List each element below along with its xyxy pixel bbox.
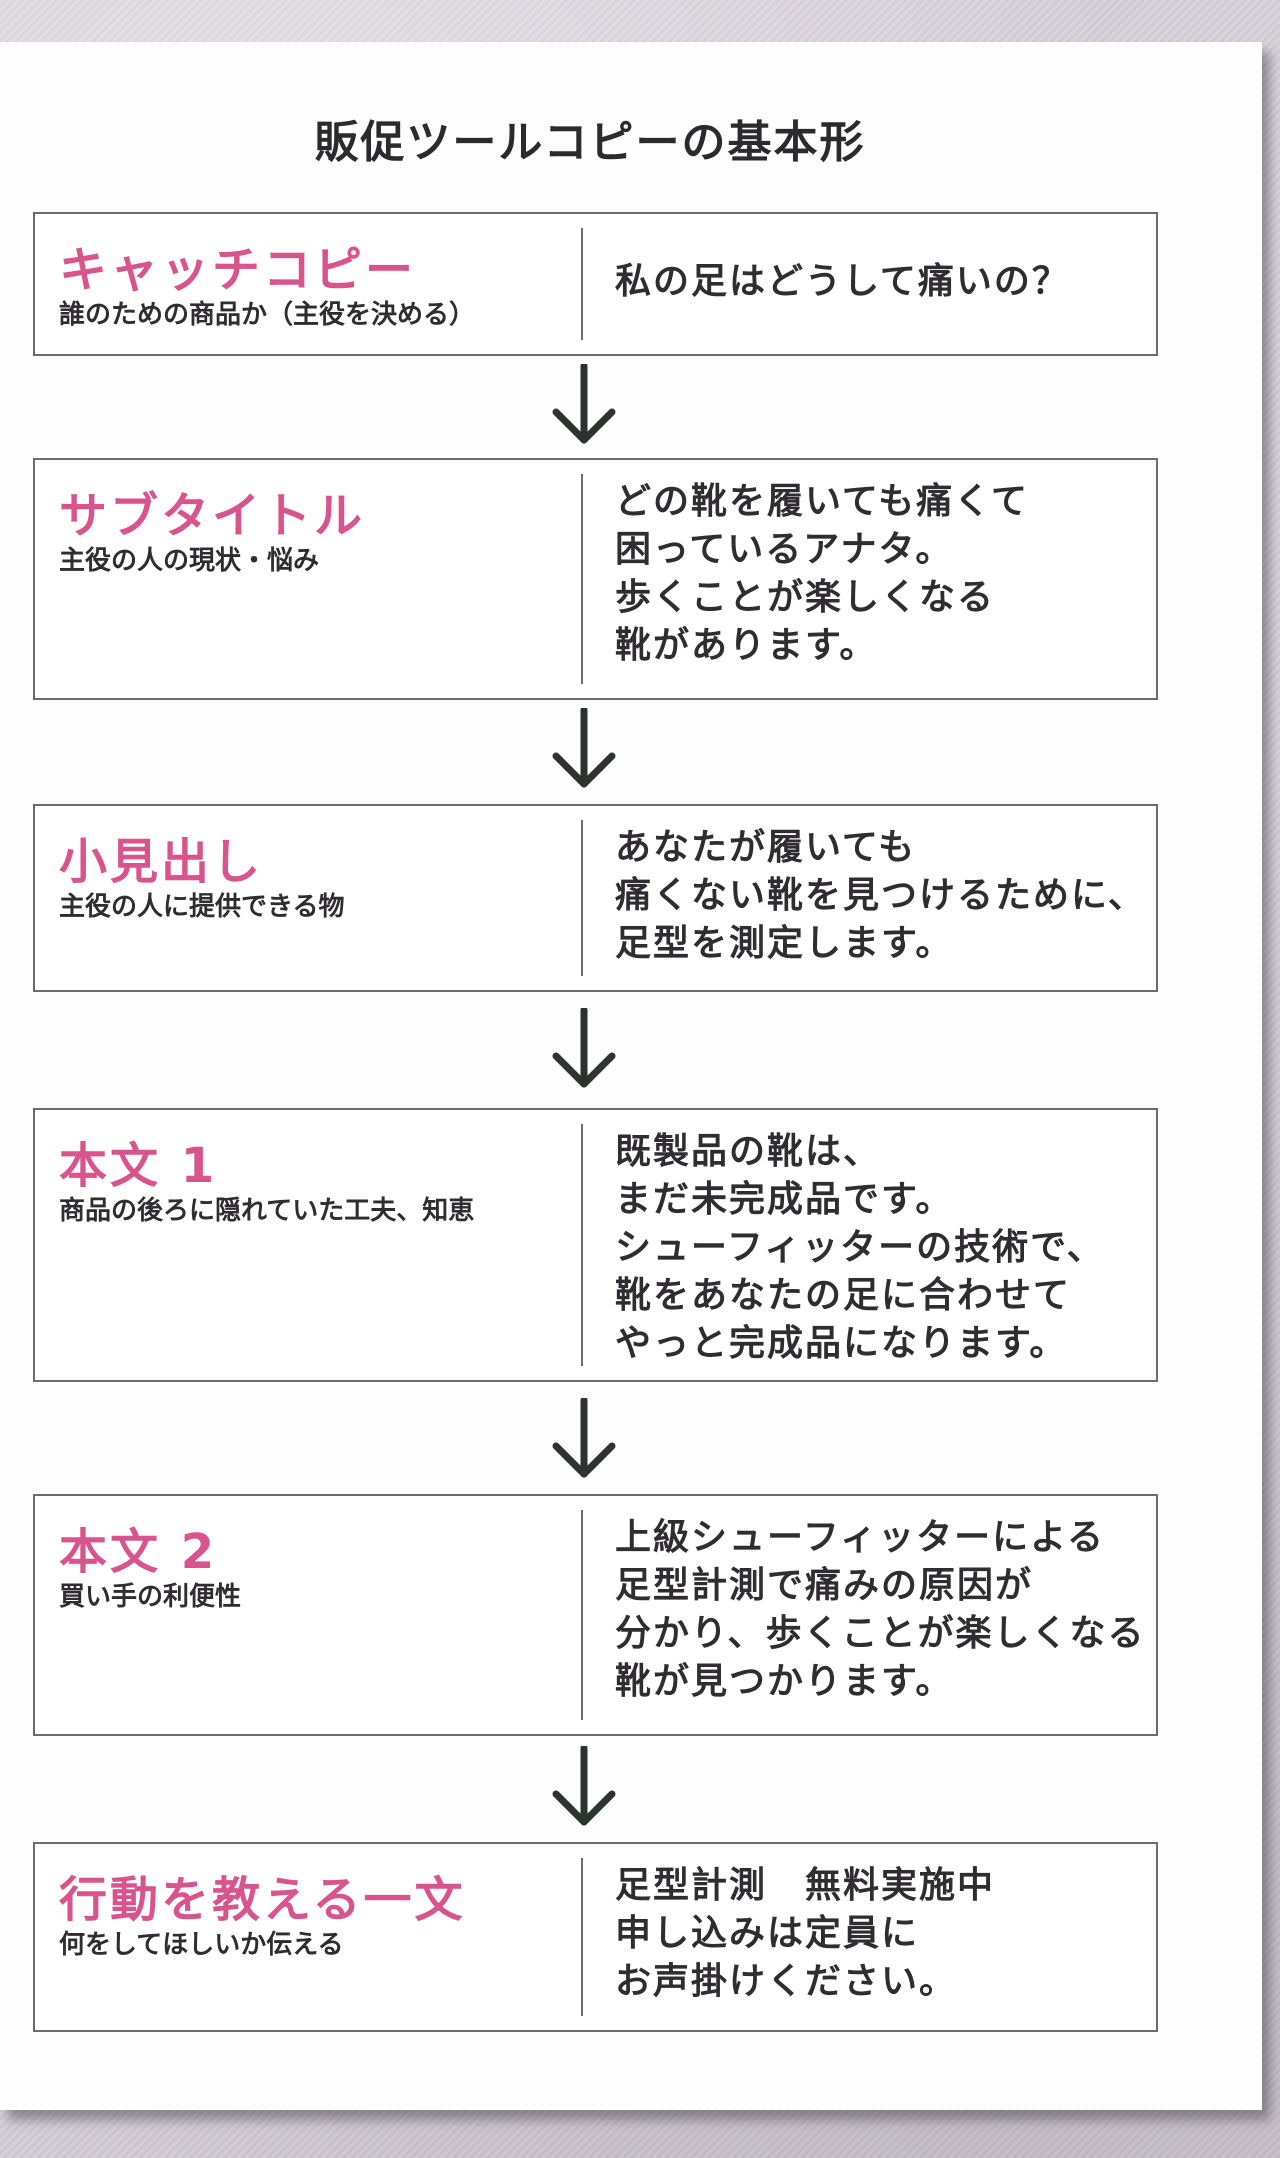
step-catch-copy: キャッチコピー 誰のための商品か（主役を決める） 私の足はどうして痛いの？: [33, 212, 1158, 356]
body-line: 足型計測 無料実施中: [615, 1865, 996, 1906]
step-body: どの靴を履いても痛くて 困っているアナタ。 歩くことが楽しくなる 靴があります。: [615, 478, 1155, 670]
step-description: 主役の人に提供できる物: [59, 892, 345, 922]
body-line: 歩くことが楽しくなる: [615, 577, 996, 618]
body-line: 靴があります。: [615, 625, 878, 666]
step-description: 何をしてほしいか伝える: [59, 1930, 344, 1960]
body-line: 上級シューフィッターによる: [615, 1517, 1106, 1558]
document-sheet: 販促ツールコピーの基本形 キャッチコピー 誰のための商品か（主役を決める） 私の…: [0, 42, 1262, 2110]
step-description: 主役の人の現状・悩み: [59, 546, 320, 576]
step-body: あなたが履いても 痛くない靴を見つけるために、 足型を測定します。: [615, 824, 1155, 968]
divider: [581, 228, 583, 340]
body-line: 私の足はどうして痛いの？: [615, 261, 1070, 302]
step-heading: キャッチコピー: [59, 242, 417, 298]
body-line: 靴をあなたの足に合わせて: [615, 1275, 1072, 1316]
step-description: 商品の後ろに隠れていた工夫、知恵: [59, 1196, 475, 1226]
step-body-text-1: 本文 1 商品の後ろに隠れていた工夫、知恵 既製品の靴は、 まだ未完成品です。 …: [33, 1108, 1158, 1382]
step-heading: 本文 2: [59, 1524, 218, 1580]
divider: [581, 1124, 583, 1366]
step-body: 私の足はどうして痛いの？: [615, 258, 1155, 306]
step-subtitle: サブタイトル 主役の人の現状・悩み どの靴を履いても痛くて 困っているアナタ。 …: [33, 458, 1158, 700]
body-line: 足型を測定します。: [615, 923, 954, 964]
body-line: どの靴を履いても痛くて: [615, 481, 1030, 522]
step-description: 誰のための商品か（主役を決める）: [59, 300, 476, 330]
body-line: 困っているアナタ。: [615, 529, 954, 570]
step-heading: サブタイトル: [59, 488, 366, 544]
body-line: お声掛けください。: [615, 1961, 958, 2002]
body-line: 申し込みは定員に: [615, 1913, 920, 1954]
body-line: あなたが履いても: [615, 827, 917, 868]
step-body-text-2: 本文 2 買い手の利便性 上級シューフィッターによる 足型計測で痛みの原因が 分…: [33, 1494, 1158, 1736]
step-body: 上級シューフィッターによる 足型計測で痛みの原因が 分かり、歩くことが楽しくなる…: [615, 1514, 1155, 1706]
body-line: 既製品の靴は、: [615, 1131, 882, 1172]
step-heading: 行動を教える一文: [59, 1872, 466, 1928]
step-body: 既製品の靴は、 まだ未完成品です。 シューフィッターの技術で、 靴をあなたの足に…: [615, 1128, 1155, 1368]
step-subheading: 小見出し 主役の人に提供できる物 あなたが履いても 痛くない靴を見つけるために、…: [33, 804, 1158, 992]
page-title: 販促ツールコピーの基本形: [314, 117, 866, 168]
divider: [581, 1510, 583, 1720]
step-description: 買い手の利便性: [59, 1582, 242, 1612]
step-call-to-action: 行動を教える一文 何をしてほしいか伝える 足型計測 無料実施中 申し込みは定員に…: [33, 1842, 1158, 2032]
body-line: やっと完成品になります。: [615, 1323, 1068, 1364]
body-line: 痛くない靴を見つけるために、: [615, 875, 1146, 916]
arrow-down-icon: [552, 1398, 616, 1478]
divider: [581, 1858, 583, 2016]
arrow-down-icon: [552, 1008, 616, 1088]
step-heading: 小見出し: [59, 834, 264, 890]
body-line: 靴が見つかります。: [615, 1661, 954, 1702]
body-line: 分かり、歩くことが楽しくなる: [615, 1613, 1146, 1654]
divider: [581, 820, 583, 976]
step-body: 足型計測 無料実施中 申し込みは定員に お声掛けください。: [615, 1862, 1155, 2006]
arrow-down-icon: [552, 364, 616, 444]
arrow-down-icon: [552, 708, 616, 788]
divider: [581, 474, 583, 684]
arrow-down-icon: [552, 1746, 616, 1826]
body-line: 足型計測で痛みの原因が: [615, 1565, 1034, 1606]
step-heading: 本文 1: [59, 1138, 218, 1194]
body-line: まだ未完成品です。: [615, 1179, 954, 1220]
body-line: シューフィッターの技術で、: [615, 1227, 1105, 1268]
